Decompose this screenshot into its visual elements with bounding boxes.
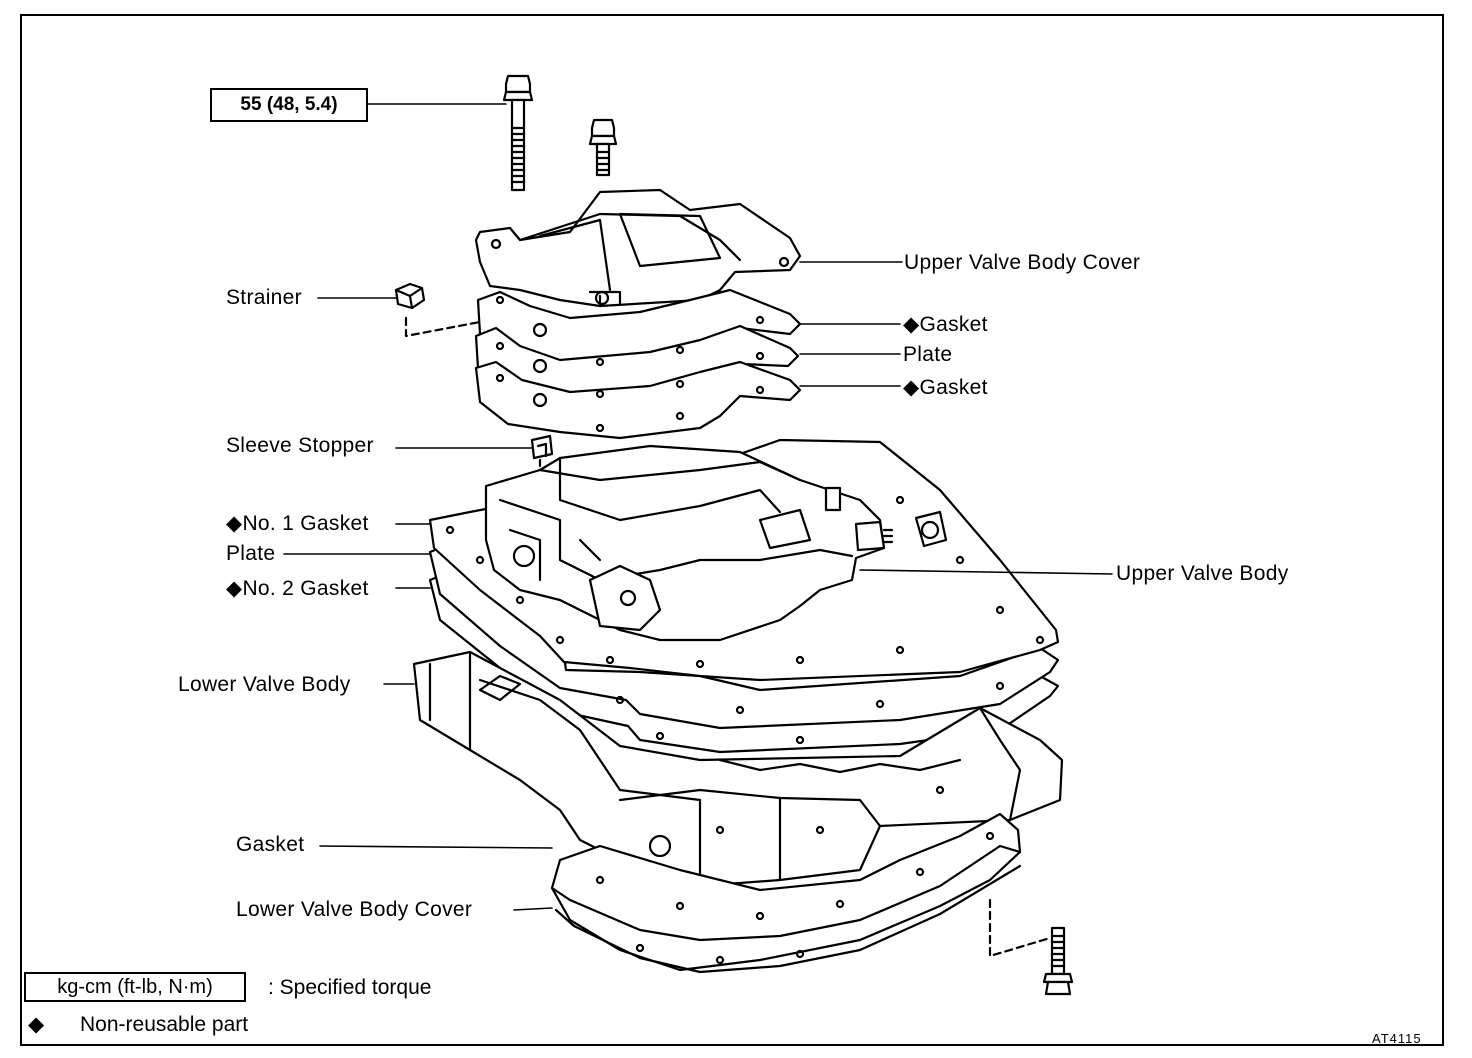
label-plate-mid: Plate <box>226 542 276 565</box>
label-plate-top: Plate <box>903 343 953 366</box>
bottom-bolt-icon <box>988 898 1074 996</box>
leader-lines <box>283 103 1113 911</box>
legend-torque-unit-box: kg-cm (ft-lb, N·m) <box>24 972 246 1002</box>
label-upper-valve-body-cover: Upper Valve Body Cover <box>904 251 1141 274</box>
label-gasket-bottom: Gasket <box>236 833 305 856</box>
label-no2-gasket: ◆No. 2 Gasket <box>226 577 369 600</box>
label-strainer: Strainer <box>226 286 302 309</box>
label-gasket-mid: ◆Gasket <box>903 376 988 399</box>
short-bolt-icon <box>588 118 618 177</box>
label-sleeve-stopper: Sleeve Stopper <box>226 434 374 457</box>
label-lower-valve-body-cover: Lower Valve Body Cover <box>236 898 473 921</box>
figure-code: AT4115 <box>1372 1031 1422 1046</box>
long-bolt-icon <box>502 74 534 192</box>
strainer-part <box>394 282 482 338</box>
label-lower-valve-body: Lower Valve Body <box>178 673 351 696</box>
upper-valve-body-cover-part <box>474 188 802 308</box>
legend-torque-description: : Specified torque <box>268 976 432 999</box>
label-upper-valve-body: Upper Valve Body <box>1116 562 1289 585</box>
lower-valve-body-cover-part <box>550 812 1022 974</box>
label-no1-gasket: ◆No. 1 Gasket <box>226 512 369 535</box>
lower-valve-body-part <box>412 650 1064 888</box>
torque-value-box: 55 (48, 5.4) <box>210 88 368 122</box>
upper-valve-body-part <box>484 444 948 642</box>
legend-diamond-icon: ◆ <box>28 1013 45 1036</box>
diagram-frame <box>20 14 1444 1046</box>
upper-gasket-plate-stack <box>474 288 802 440</box>
legend-nonreusable-description: Non-reusable part <box>80 1013 249 1036</box>
label-gasket-top: ◆Gasket <box>903 313 988 336</box>
